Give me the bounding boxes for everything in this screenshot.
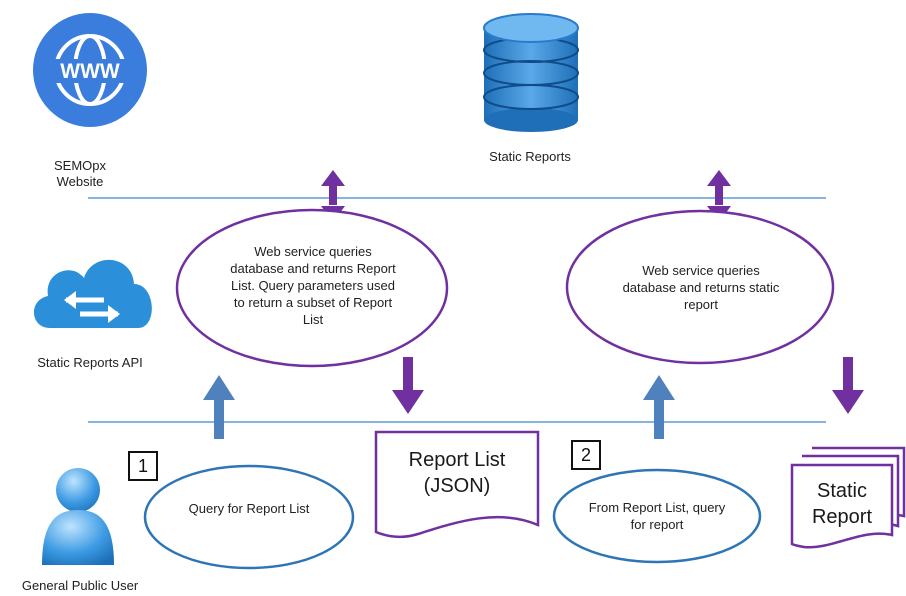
from-list-query-text: From Report List, query for report	[588, 500, 726, 532]
ellipse-query-static-report	[565, 209, 835, 365]
report-list-doc-text: Report List (JSON)	[408, 449, 506, 497]
step-1-badge: 1	[128, 451, 158, 481]
query-for-list-text: Query for Report List	[188, 501, 310, 516]
down-arrow-right	[832, 357, 864, 414]
ellipse-query-for-list	[143, 464, 355, 570]
api-label: Static Reports API	[37, 355, 143, 370]
ellipse-query-report-list	[175, 208, 449, 368]
query-static-report-text: Web service queries database and returns…	[622, 263, 780, 312]
document-report-list-shape	[374, 430, 540, 539]
query-report-list-text: Web service queries database and returns…	[230, 244, 396, 327]
up-arrow-right	[643, 375, 675, 439]
down-arrow-left	[392, 357, 424, 414]
database-icon	[483, 13, 579, 132]
user-icon	[42, 468, 114, 565]
step-2-badge: 2	[571, 440, 601, 470]
cloud-sync-icon	[33, 259, 152, 328]
www-globe-icon: WWW	[33, 13, 147, 127]
up-arrow-left	[203, 375, 235, 439]
document-static-report-shape	[790, 446, 906, 549]
website-label: SEMOpx Website	[53, 158, 106, 189]
svg-text:WWW: WWW	[60, 60, 120, 83]
user-label: General Public User	[21, 578, 139, 593]
static-reports-label: Static Reports	[489, 149, 571, 164]
static-report-doc-text: Static Report	[811, 480, 873, 528]
ellipse-from-list-query	[552, 468, 762, 564]
